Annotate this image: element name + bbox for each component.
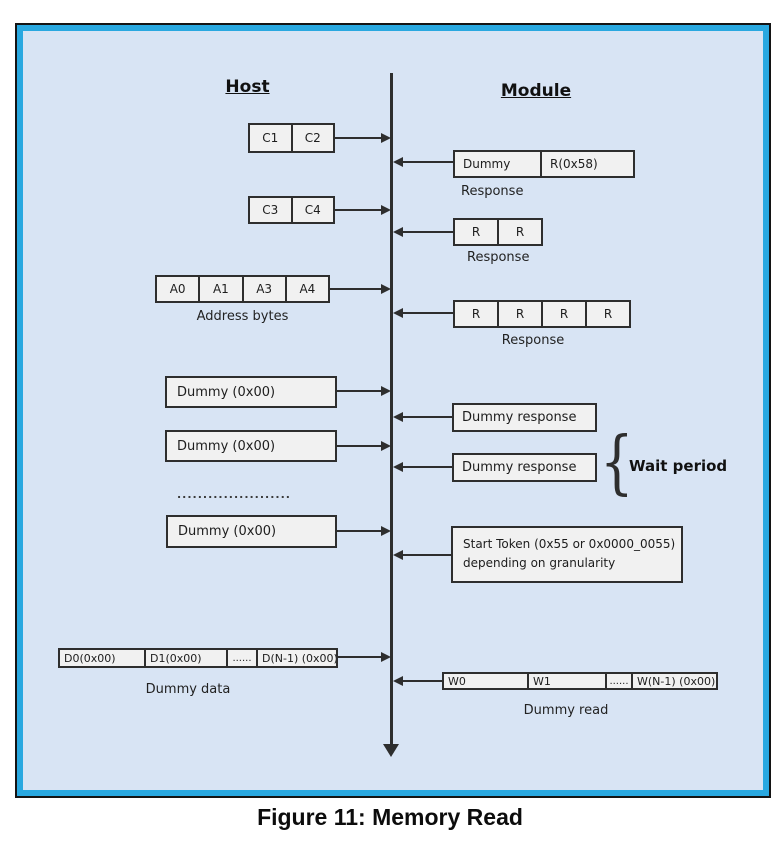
- timeline-arrowhead-icon: [383, 744, 399, 757]
- arrow-right-icon: [381, 441, 391, 451]
- arrow-right-icon: [381, 386, 391, 396]
- response-label: Response: [467, 250, 530, 265]
- arrow-module-to-host: [393, 157, 453, 167]
- host-command-box-2: C3 C4: [248, 196, 335, 224]
- module-start-token-box: Start Token (0x55 or 0x0000_0055) depend…: [451, 526, 683, 583]
- box-cell-ellipsis: ......: [228, 650, 258, 666]
- arrow-left-icon: [393, 308, 403, 318]
- box-cell: C3: [250, 198, 293, 222]
- box-cell: R: [543, 302, 587, 326]
- box-cell: R: [455, 220, 499, 244]
- address-bytes-label: Address bytes: [196, 309, 289, 324]
- figure-caption: Figure 11: Memory Read: [257, 804, 523, 830]
- arrow-left-icon: [393, 462, 403, 472]
- box-cell: Dummy: [455, 152, 542, 176]
- box-cell: A3: [244, 277, 287, 301]
- arrow-host-to-module: [337, 441, 391, 451]
- arrow-right-icon: [381, 133, 391, 143]
- box-cell: R(0x58): [550, 157, 598, 171]
- start-token-line2: depending on granularity: [463, 555, 616, 570]
- wait-period-brace: {: [600, 421, 634, 503]
- box-cell: R: [515, 225, 525, 239]
- module-dummy-response-box-2: Dummy response: [452, 453, 597, 482]
- box-cell: W(N-1) (0x00): [637, 674, 716, 688]
- host-dummy-box-2: Dummy (0x00): [165, 430, 337, 462]
- dummy-read-label: Dummy read: [523, 703, 609, 718]
- box-cell: C4: [304, 203, 321, 217]
- repeat-ellipsis: ......................: [177, 488, 291, 501]
- host-column-header: Host: [225, 77, 270, 97]
- box-cell: W1: [529, 674, 607, 688]
- arrow-host-to-module: [335, 205, 391, 215]
- box-cell: R: [455, 302, 499, 326]
- arrow-module-to-host: [393, 550, 451, 560]
- arrow-left-icon: [393, 550, 403, 560]
- host-address-box: A0 A1 A3 A4: [155, 275, 330, 303]
- response-label: Response: [461, 184, 524, 199]
- arrow-left-icon: [393, 227, 403, 237]
- wait-period-label: Wait period: [629, 457, 728, 475]
- module-dummy-read-row: W0 W1 ...... W(N-1) (0x00): [442, 672, 718, 690]
- box-cell: A1: [200, 277, 244, 301]
- box-cell: W0: [444, 674, 529, 688]
- arrow-host-to-module: [337, 526, 391, 536]
- arrow-module-to-host: [393, 462, 452, 472]
- module-dummy-response-box-1: Dummy response: [452, 403, 597, 432]
- host-dummy-box-1: Dummy (0x00): [165, 376, 337, 408]
- module-column-header: Module: [500, 81, 572, 101]
- arrow-host-to-module: [330, 284, 391, 294]
- box-cell: A0: [157, 277, 201, 301]
- module-response-box-2: R R: [453, 218, 543, 246]
- host-dummy-box-3: Dummy (0x00): [166, 515, 337, 548]
- module-response-box-1: Dummy R(0x58): [453, 150, 635, 178]
- arrow-module-to-host: [393, 308, 453, 318]
- module-response-box-3: R R R R: [453, 300, 631, 328]
- box-cell: A4: [299, 282, 316, 296]
- box-cell: C2: [304, 131, 321, 145]
- arrow-host-to-module: [337, 386, 391, 396]
- arrow-right-icon: [381, 526, 391, 536]
- box-cell: R: [603, 307, 613, 321]
- arrow-left-icon: [393, 157, 403, 167]
- box-cell: D(N-1) (0x00): [262, 651, 336, 665]
- arrow-host-to-module: [335, 133, 391, 143]
- box-cell: D1(0x00): [146, 650, 228, 666]
- arrow-left-icon: [393, 676, 403, 686]
- arrow-right-icon: [381, 284, 391, 294]
- start-token-line1: Start Token (0x55 or 0x0000_0055): [463, 537, 676, 551]
- host-command-box-1: C1 C2: [248, 123, 335, 153]
- arrow-module-to-host: [393, 227, 453, 237]
- timeline-line: [390, 73, 393, 745]
- dummy-data-label: Dummy data: [145, 682, 231, 697]
- arrow-right-icon: [381, 205, 391, 215]
- box-cell-ellipsis: ......: [607, 674, 633, 688]
- arrow-right-icon: [381, 652, 391, 662]
- arrow-module-to-host: [393, 412, 452, 422]
- arrow-left-icon: [393, 412, 403, 422]
- host-dummy-data-row: D0(0x00) D1(0x00) ...... D(N-1) (0x00): [58, 648, 338, 668]
- response-label: Response: [501, 333, 565, 348]
- box-cell: R: [499, 302, 543, 326]
- arrow-host-to-module: [338, 652, 391, 662]
- box-cell: C1: [250, 125, 293, 151]
- arrow-module-to-host: [393, 676, 442, 686]
- box-cell: D0(0x00): [60, 650, 146, 666]
